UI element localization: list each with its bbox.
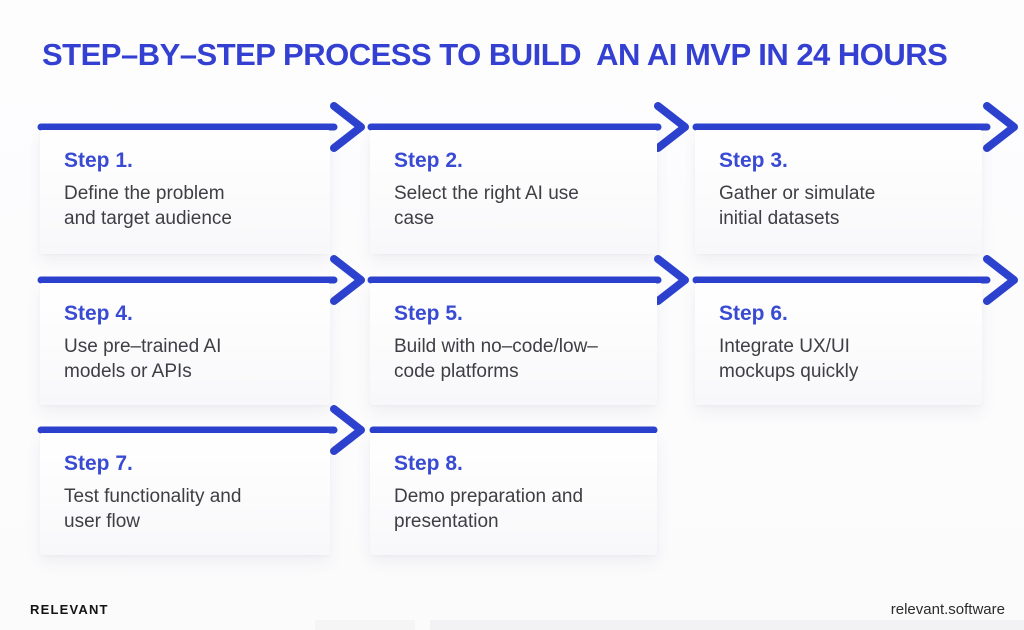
step-description: Select the right AI use case — [394, 183, 579, 229]
step-cell-4: Step 4. Use pre–trained AI models or API… — [37, 255, 365, 405]
step-cell-1: Step 1. Define the problem and target au… — [37, 102, 365, 254]
arrow-head-4 — [330, 255, 365, 305]
step-card: Step 6. Integrate UX/UI mockups quickly — [695, 283, 982, 405]
step-description: Integrate UX/UI mockups quickly — [719, 336, 859, 382]
step-card: Step 4. Use pre–trained AI models or API… — [40, 283, 330, 405]
step-card: Step 1. Define the problem and target au… — [40, 130, 330, 254]
bottom-strip — [430, 620, 1024, 630]
arrow-head-5 — [654, 255, 689, 305]
step-cell-5: Step 5. Build with no–code/low– code pla… — [367, 255, 689, 405]
step-description: Demo preparation and presentation — [394, 486, 584, 532]
step-cell-2: Step 2. Select the right AI use case — [367, 102, 689, 254]
step-label: Step 5. — [394, 302, 463, 325]
step-cell-7: Step 7. Test functionality and user flow — [37, 405, 365, 555]
step-description: Gather or simulate initial datasets — [719, 183, 876, 229]
step-card: Step 3. Gather or simulate initial datas… — [695, 130, 982, 254]
step-label: Step 8. — [394, 452, 463, 475]
step-label: Step 2. — [394, 149, 463, 172]
step-card: Step 2. Select the right AI use case — [370, 130, 657, 254]
step-description: Test functionality and user flow — [64, 486, 242, 532]
step-cell-3: Step 3. Gather or simulate initial datas… — [692, 102, 1018, 254]
step-label: Step 1. — [64, 149, 133, 172]
bottom-strip — [315, 620, 415, 630]
step-description: Use pre–trained AI models or APIs — [64, 336, 222, 382]
relevant-logo: RELEVANT — [30, 602, 109, 617]
step-card: Step 8. Demo preparation and presentatio… — [370, 433, 657, 555]
step-label: Step 7. — [64, 452, 133, 475]
footer-website-link: relevant.software — [890, 601, 1005, 618]
arrow-head-3 — [983, 102, 1018, 152]
step-description: Define the problem and target audience — [64, 183, 232, 229]
step-card: Step 5. Build with no–code/low– code pla… — [370, 283, 657, 405]
arrow-head-6 — [983, 255, 1018, 305]
step-cell-8: Step 8. Demo preparation and presentatio… — [369, 426, 658, 555]
arrow-head-7 — [330, 405, 365, 455]
step-label: Step 3. — [719, 149, 788, 172]
arrow-head-1 — [330, 102, 365, 152]
page-title: STEP–BY–STEP PROCESS TO BUILD AN AI MVP … — [42, 37, 948, 72]
step-cell-6: Step 6. Integrate UX/UI mockups quickly — [692, 255, 1018, 405]
step-label: Step 6. — [719, 302, 788, 325]
step-label: Step 4. — [64, 302, 133, 325]
arrow-head-2 — [654, 102, 689, 152]
step-description: Build with no–code/low– code platforms — [394, 336, 598, 382]
step-card: Step 7. Test functionality and user flow — [40, 433, 330, 555]
